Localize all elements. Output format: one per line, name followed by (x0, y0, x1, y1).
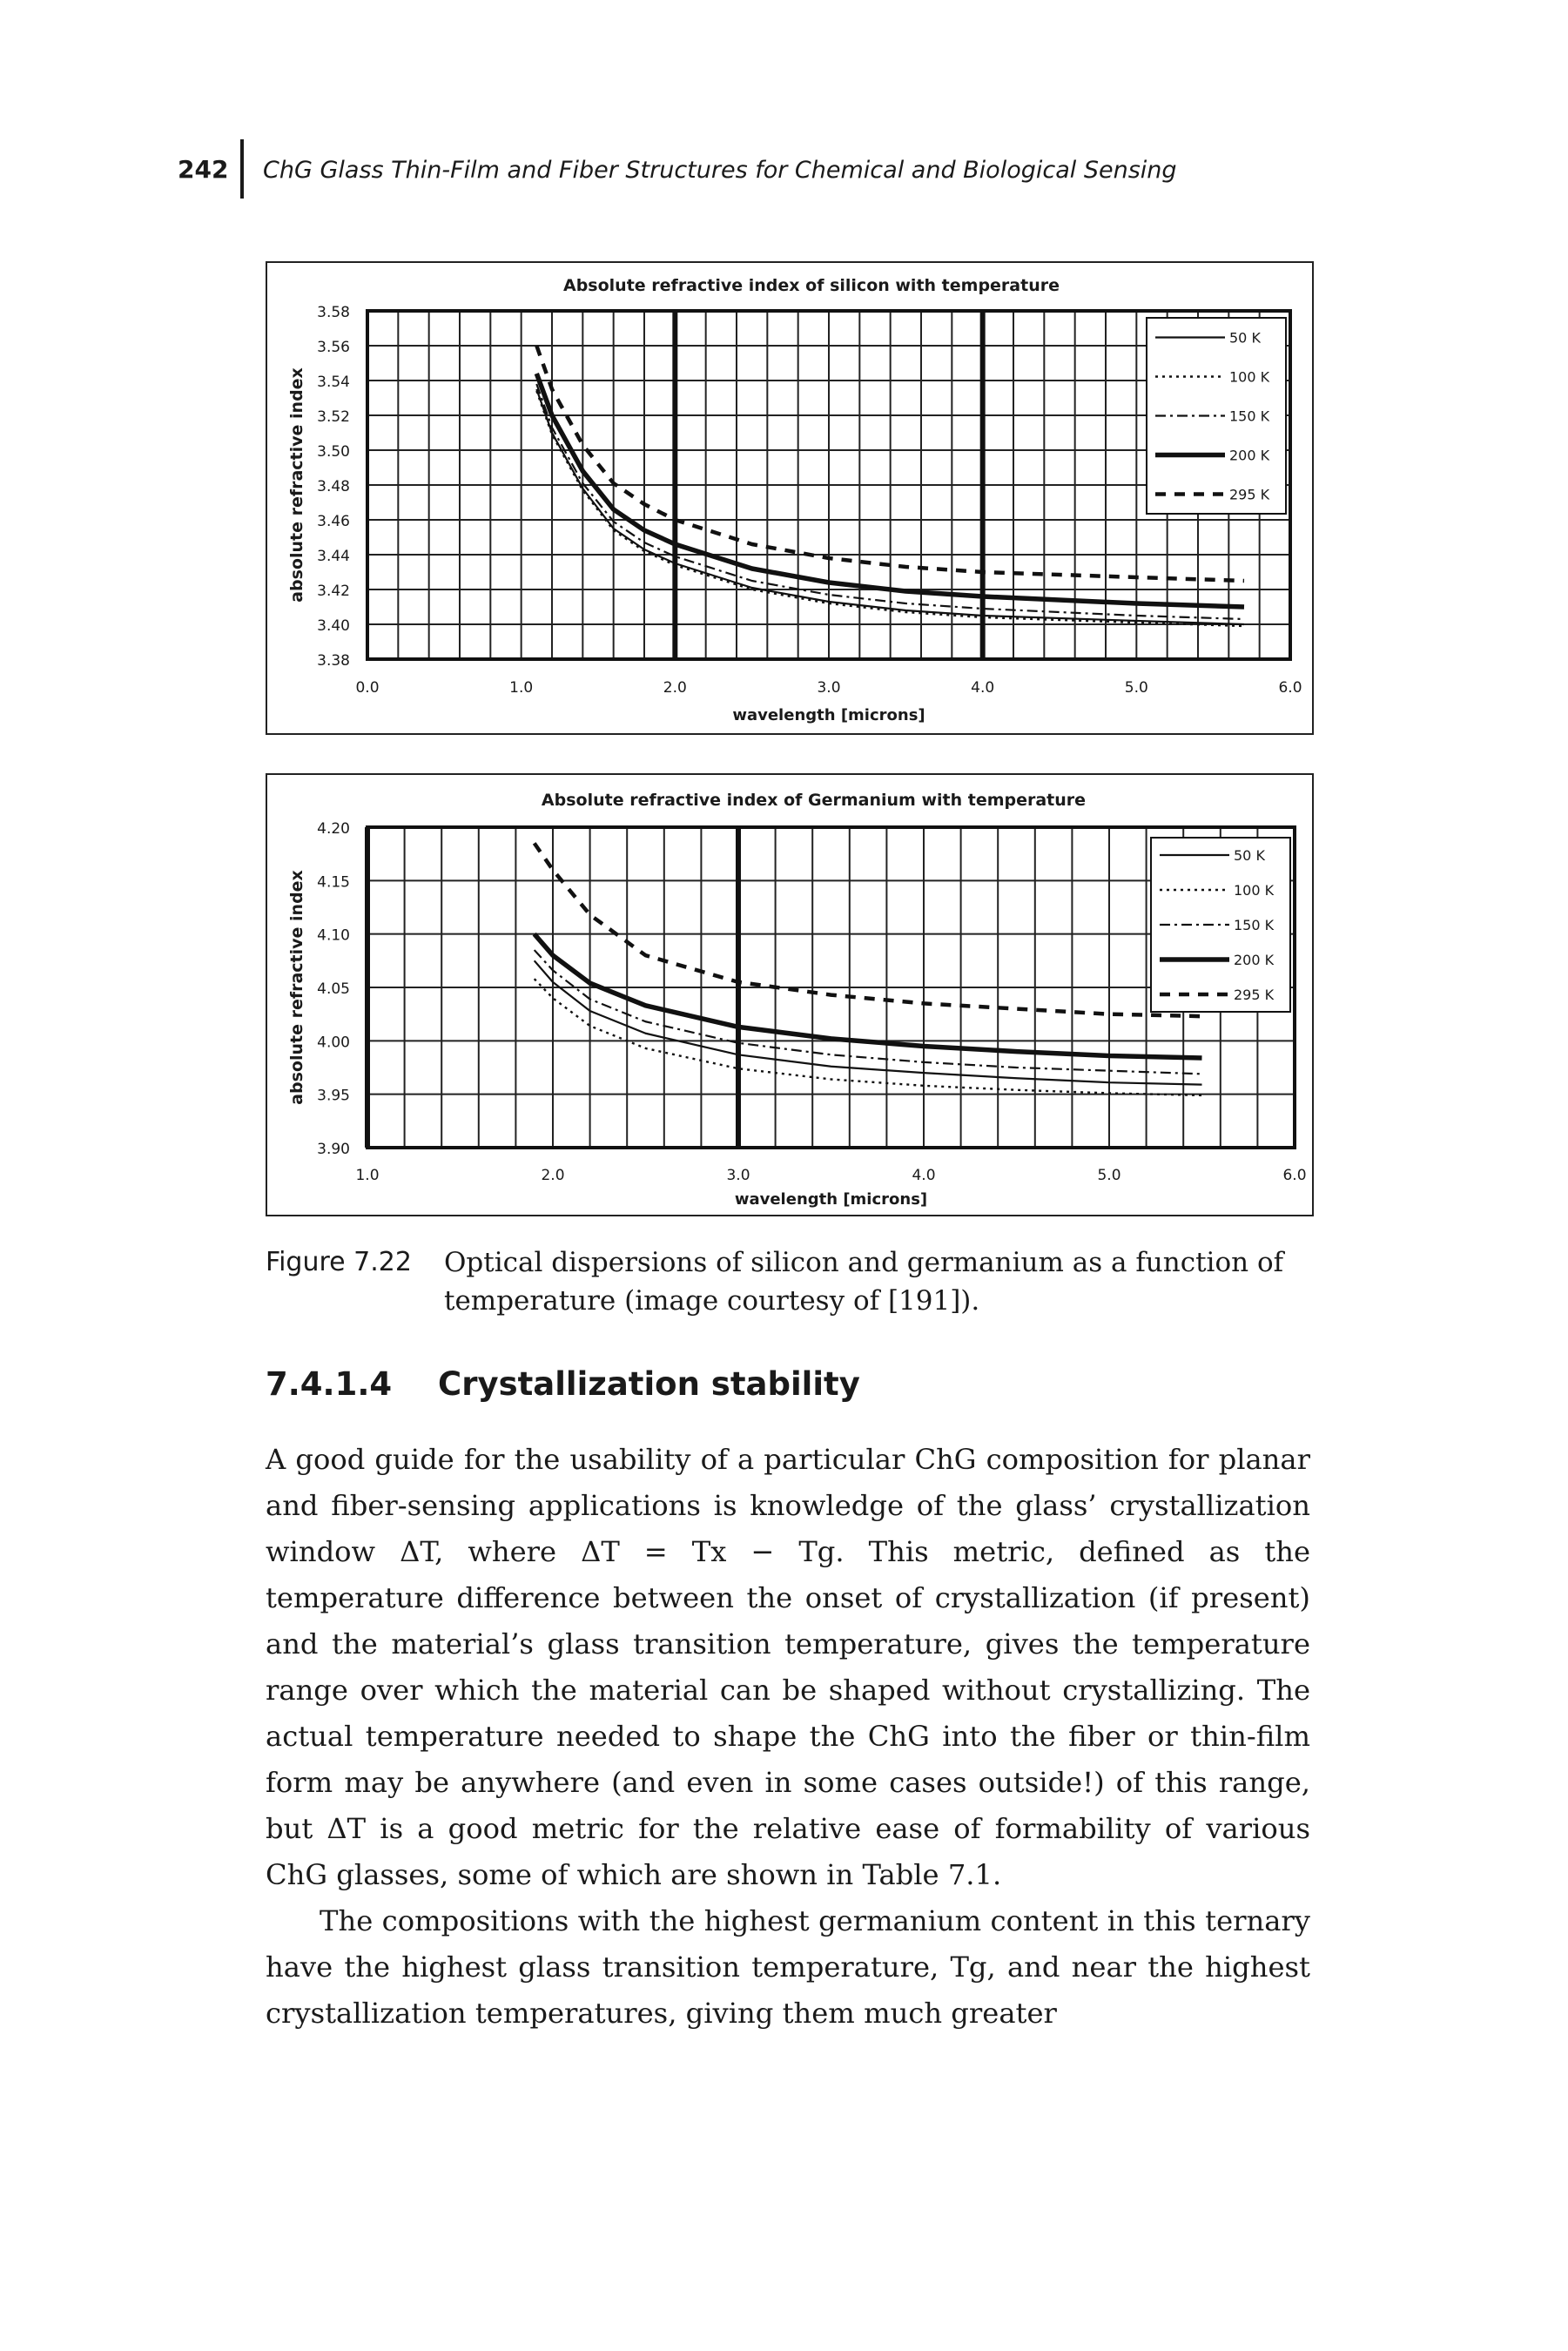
plot-frame (366, 309, 1292, 661)
legend-label: 200 K (1229, 448, 1270, 464)
chart-title: Absolute refractive index of silicon wit… (563, 276, 1060, 295)
x-tick-label: 3.0 (817, 679, 840, 697)
legend-label: 50 K (1229, 330, 1261, 347)
y-tick-label: 4.05 (317, 980, 350, 998)
x-tick-label: 6.0 (1282, 1167, 1306, 1184)
x-tick-label: 0.0 (355, 679, 379, 697)
series-line-200k (534, 373, 1245, 610)
y-tick-label: 4.10 (317, 927, 350, 945)
x-tick-label: 6.0 (1278, 679, 1302, 697)
y-tick-label: 3.95 (317, 1088, 350, 1105)
silicon-chart-panel: Absolute refractive index of silicon wit… (266, 261, 1314, 735)
y-axis-label: absolute refractive index (287, 367, 306, 603)
y-tick-label: 3.48 (317, 478, 350, 495)
x-tick-label: 5.0 (1125, 679, 1148, 697)
legend-label: 295 K (1229, 487, 1270, 503)
y-tick-label: 4.00 (317, 1034, 350, 1051)
series-line-100k (533, 978, 1202, 1097)
y-tick-label: 3.46 (317, 513, 350, 530)
section-heading: 7.4.1.4 Crystallization stability (266, 1365, 860, 1403)
y-tick-label: 4.15 (317, 873, 350, 891)
section-number: 7.4.1.4 (266, 1365, 393, 1403)
x-tick-label: 5.0 (1097, 1167, 1120, 1184)
y-tick-label: 3.90 (317, 1141, 350, 1158)
legend-label: 100 K (1229, 369, 1270, 386)
page-number: 242 (178, 155, 229, 184)
series-line-295k (532, 842, 1202, 1019)
running-head-rule (240, 139, 244, 199)
x-tick-label: 2.0 (663, 679, 687, 697)
y-tick-label: 3.56 (317, 339, 350, 356)
plot-frame (366, 825, 1296, 1149)
x-tick-label: 4.0 (971, 679, 994, 697)
series-line-50k (533, 960, 1202, 1086)
series-line-150k (533, 949, 1202, 1075)
running-head: 242 ChG Glass Thin-Film and Fiber Struct… (178, 131, 1309, 200)
y-tick-label: 3.52 (317, 408, 350, 426)
y-tick-label: 3.54 (317, 374, 350, 391)
body-paragraph-2: The compositions with the highest german… (266, 1904, 1310, 2030)
caption-text: Optical dispersions of silicon and germa… (444, 1247, 1284, 1317)
x-tick-label: 1.0 (509, 679, 533, 697)
legend-label: 100 K (1234, 882, 1275, 899)
y-tick-label: 3.42 (317, 583, 350, 600)
series-line-295k (535, 345, 1245, 583)
legend-label: 150 K (1234, 917, 1275, 933)
legend-label: 200 K (1234, 952, 1275, 968)
y-tick-label: 3.58 (317, 304, 350, 321)
x-axis-label: wavelength [microns] (732, 706, 925, 724)
x-tick-label: 1.0 (355, 1167, 379, 1184)
y-tick-label: 4.20 (317, 820, 350, 838)
x-axis-label: wavelength [microns] (735, 1190, 927, 1209)
legend-label: 150 K (1229, 408, 1270, 425)
y-tick-label: 3.38 (317, 652, 350, 670)
series-line-150k (535, 383, 1245, 621)
caption-label: Figure 7.22 (266, 1247, 412, 1277)
section-title: Crystallization stability (438, 1365, 860, 1403)
germanium-chart: Absolute refractive index of Germanium w… (287, 791, 1307, 1209)
y-tick-label: 3.44 (317, 548, 350, 565)
x-tick-label: 2.0 (541, 1167, 564, 1184)
series-line-200k (532, 932, 1202, 1061)
y-tick-label: 3.50 (317, 443, 350, 461)
y-axis-label: absolute refractive index (287, 870, 306, 1105)
series-line-100k (535, 390, 1245, 628)
x-tick-label: 4.0 (912, 1167, 935, 1184)
legend-label: 295 K (1234, 987, 1275, 1003)
body-paragraph-1: A good guide for the usability of a part… (266, 1443, 1310, 1891)
silicon-chart: Absolute refractive index of silicon wit… (287, 276, 1302, 724)
germanium-chart-panel: Absolute refractive index of Germanium w… (266, 773, 1314, 1216)
y-tick-label: 3.40 (317, 617, 350, 635)
running-title: ChG Glass Thin-Film and Fiber Structures… (263, 157, 1177, 184)
legend-label: 50 K (1234, 847, 1265, 864)
chart-title: Absolute refractive index of Germanium w… (542, 791, 1086, 810)
x-tick-label: 3.0 (726, 1167, 750, 1184)
